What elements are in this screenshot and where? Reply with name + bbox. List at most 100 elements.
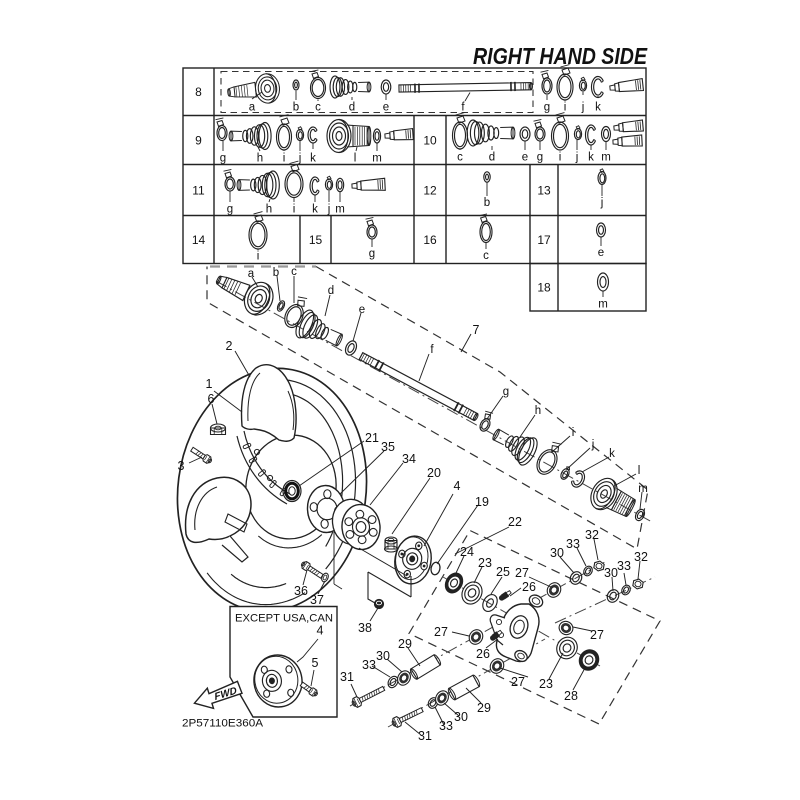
svg-text:h: h: [535, 405, 541, 417]
svg-text:29: 29: [477, 701, 491, 715]
svg-text:a: a: [248, 268, 255, 280]
svg-text:f: f: [461, 102, 465, 114]
svg-text:g: g: [503, 386, 509, 398]
svg-text:4: 4: [454, 479, 461, 493]
svg-text:b: b: [484, 197, 490, 209]
svg-text:33: 33: [362, 658, 376, 672]
svg-text:28: 28: [564, 689, 578, 703]
svg-text:i: i: [257, 251, 260, 263]
svg-text:23: 23: [539, 677, 553, 691]
svg-text:i: i: [559, 152, 562, 164]
svg-text:38: 38: [358, 621, 372, 635]
svg-text:d: d: [489, 152, 495, 164]
svg-text:d: d: [328, 285, 334, 297]
svg-text:24: 24: [460, 545, 474, 559]
svg-text:EXCEPT USA,CAN: EXCEPT USA,CAN: [235, 613, 333, 625]
svg-text:33: 33: [439, 719, 453, 733]
svg-text:j: j: [327, 204, 331, 216]
svg-text:37: 37: [310, 593, 324, 607]
svg-text:c: c: [457, 152, 463, 164]
svg-text:c: c: [291, 266, 297, 278]
svg-text:27: 27: [515, 566, 529, 580]
svg-text:m: m: [598, 299, 608, 311]
svg-text:m: m: [372, 153, 382, 165]
svg-text:j: j: [581, 102, 585, 114]
svg-text:6: 6: [208, 392, 215, 406]
svg-text:j: j: [575, 152, 579, 164]
svg-text:8: 8: [195, 85, 202, 99]
svg-text:g: g: [220, 153, 226, 165]
svg-text:l: l: [638, 465, 641, 477]
svg-text:18: 18: [537, 281, 551, 295]
svg-text:16: 16: [423, 233, 437, 247]
svg-text:29: 29: [398, 637, 412, 651]
svg-text:b: b: [293, 102, 299, 114]
svg-text:e: e: [383, 102, 389, 114]
svg-text:21: 21: [365, 431, 379, 445]
svg-text:e: e: [522, 152, 528, 164]
svg-text:30: 30: [550, 546, 564, 560]
svg-text:i: i: [564, 102, 567, 114]
svg-text:12: 12: [423, 183, 437, 197]
svg-text:7: 7: [473, 323, 480, 337]
svg-text:j: j: [298, 153, 302, 165]
svg-text:15: 15: [309, 233, 323, 247]
svg-text:g: g: [537, 152, 543, 164]
svg-text:m: m: [638, 483, 648, 495]
svg-text:1: 1: [206, 377, 213, 391]
svg-text:i: i: [293, 204, 296, 216]
svg-text:27: 27: [434, 625, 448, 639]
svg-text:2P57110E360A: 2P57110E360A: [182, 718, 263, 730]
svg-text:d: d: [349, 102, 355, 114]
svg-text:27: 27: [590, 628, 604, 642]
svg-text:c: c: [483, 250, 489, 262]
svg-text:g: g: [369, 248, 375, 260]
svg-text:a: a: [249, 102, 256, 114]
svg-text:27: 27: [511, 675, 525, 689]
svg-text:h: h: [266, 204, 272, 216]
svg-text:26: 26: [476, 647, 490, 661]
svg-text:m: m: [601, 152, 611, 164]
svg-text:13: 13: [537, 183, 551, 197]
svg-text:22: 22: [508, 515, 522, 529]
svg-text:2: 2: [226, 339, 233, 353]
svg-text:33: 33: [566, 537, 580, 551]
svg-text:11: 11: [192, 183, 205, 197]
svg-text:34: 34: [402, 452, 416, 466]
svg-text:32: 32: [634, 550, 648, 564]
svg-text:c: c: [315, 102, 321, 114]
svg-text:i: i: [572, 427, 575, 439]
svg-text:30: 30: [454, 710, 468, 724]
svg-text:RIGHT HAND SIDE: RIGHT HAND SIDE: [473, 43, 648, 69]
svg-text:31: 31: [418, 729, 432, 743]
svg-text:g: g: [544, 102, 550, 114]
svg-text:k: k: [609, 448, 615, 460]
svg-text:31: 31: [340, 670, 354, 684]
svg-text:b: b: [273, 267, 279, 279]
svg-text:5: 5: [312, 656, 319, 670]
svg-text:35: 35: [381, 440, 395, 454]
svg-text:i: i: [283, 153, 286, 165]
svg-text:23: 23: [478, 556, 492, 570]
svg-text:m: m: [335, 204, 345, 216]
svg-text:h: h: [257, 153, 263, 165]
svg-text:14: 14: [192, 233, 206, 247]
svg-text:k: k: [310, 153, 316, 165]
svg-text:4: 4: [317, 624, 324, 638]
svg-text:30: 30: [604, 566, 618, 580]
svg-text:f: f: [430, 344, 434, 356]
svg-text:g: g: [227, 204, 233, 216]
svg-text:26: 26: [522, 580, 536, 594]
svg-text:9: 9: [195, 133, 202, 147]
svg-text:3: 3: [178, 459, 185, 473]
svg-text:j: j: [591, 439, 595, 451]
svg-text:30: 30: [376, 649, 390, 663]
svg-text:17: 17: [537, 233, 551, 247]
svg-text:k: k: [312, 204, 318, 216]
svg-text:25: 25: [496, 565, 510, 579]
svg-text:10: 10: [423, 133, 437, 147]
svg-text:36: 36: [294, 584, 308, 598]
svg-text:l: l: [354, 153, 357, 165]
svg-text:e: e: [359, 304, 365, 316]
svg-text:e: e: [598, 247, 604, 259]
